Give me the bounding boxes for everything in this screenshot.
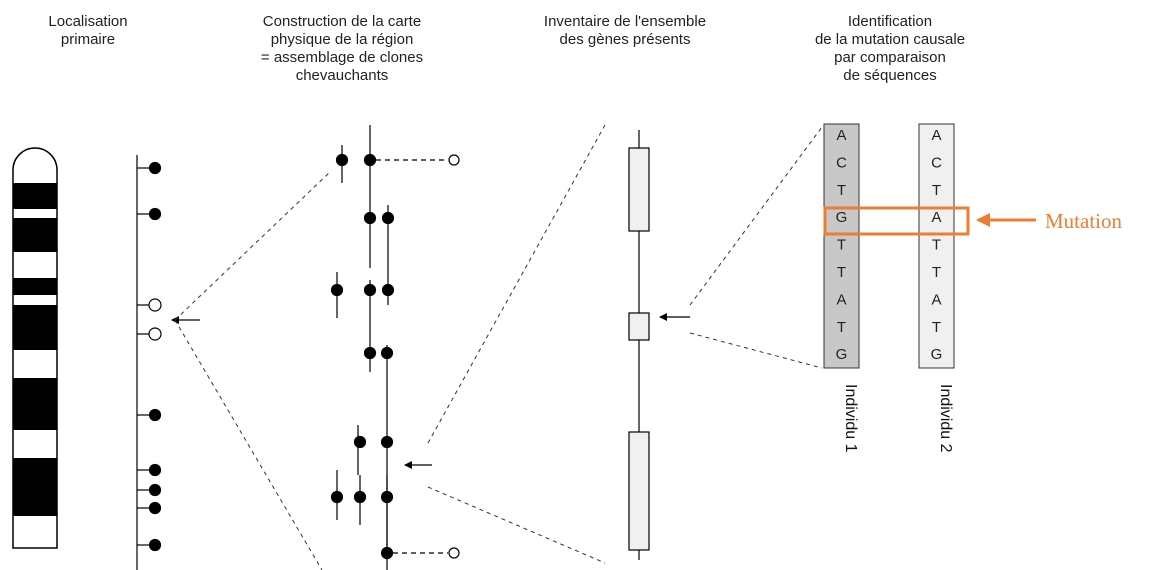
individu-2-label: Individu 2 [937,384,954,453]
chromosome-band [13,218,57,252]
heading-identification-mutation: Identification de la mutation causale pa… [790,13,990,85]
marker [137,483,162,497]
heading-line: de la mutation causale [814,31,966,48]
marker-open [137,327,162,341]
marker [137,408,162,422]
gene-box [628,431,650,551]
gene-box [628,147,650,232]
base-letter: A [931,127,941,144]
base-letter: T [837,264,846,281]
marker [137,207,162,221]
base-letter: A [931,209,941,226]
gene-inventory [628,130,650,560]
chromosome-band [13,278,57,295]
heading-localisation-primaire: Localisation primaire [20,13,156,49]
base-letter: G [931,346,943,363]
heading-carte-physique: Construction de la carte physique de la … [232,13,452,85]
genetic-marker-map [136,155,162,570]
base-letter: C [931,154,942,171]
marker [137,161,162,175]
mutation-highlight-box [823,206,970,236]
heading-line: chevauchants [295,67,389,84]
chromosome-band [13,458,57,516]
heading-inventaire-genes: Inventaire de l'ensemble des gènes prése… [520,13,730,49]
gene-box [628,312,650,341]
base-letter: A [931,291,941,308]
base-letter: G [836,346,848,363]
heading-line: Inventaire de l'ensemble [543,13,707,30]
heading-line: par comparaison [834,49,946,66]
marker [137,501,162,515]
chromosome-band [13,305,57,350]
chromosome-band [13,378,57,430]
heading-line: physique de la région [270,31,414,48]
base-letter: T [932,182,941,199]
base-letter: G [836,209,848,226]
base-letter: T [932,237,941,254]
chromosome [12,147,58,549]
marker [137,538,162,552]
marker-open [137,298,162,312]
sequence-column-individu-2 [918,123,955,369]
heading-line: Construction de la carte [262,13,422,30]
heading-line: Localisation [48,13,128,30]
base-letter: T [932,319,941,336]
zoom-line [174,319,323,570]
heading-line: Identification [847,13,933,30]
mutation-label: Mutation [1045,209,1122,233]
heading-line: = assemblage de clones [260,49,424,66]
heading-line: de séquences [843,67,937,84]
marker [137,463,162,477]
zoom-line [689,332,823,369]
base-letter: T [837,237,846,254]
zoom-line [174,171,331,321]
zoom-line [427,124,606,444]
heading-line: des gènes présents [559,31,691,48]
base-letter: T [932,264,941,281]
zoom-line [427,486,606,564]
base-letter: T [837,319,846,336]
zoom-line [689,126,823,306]
sequence-column-individu-1 [823,123,860,369]
base-letter: A [836,291,846,308]
individu-1-label: Individu 1 [842,384,859,453]
clone-contig [330,125,460,570]
base-letter: C [836,154,847,171]
base-letter: A [836,127,846,144]
heading-line: primaire [60,31,116,48]
chromosome-band [13,183,57,209]
base-letter: T [837,182,846,199]
